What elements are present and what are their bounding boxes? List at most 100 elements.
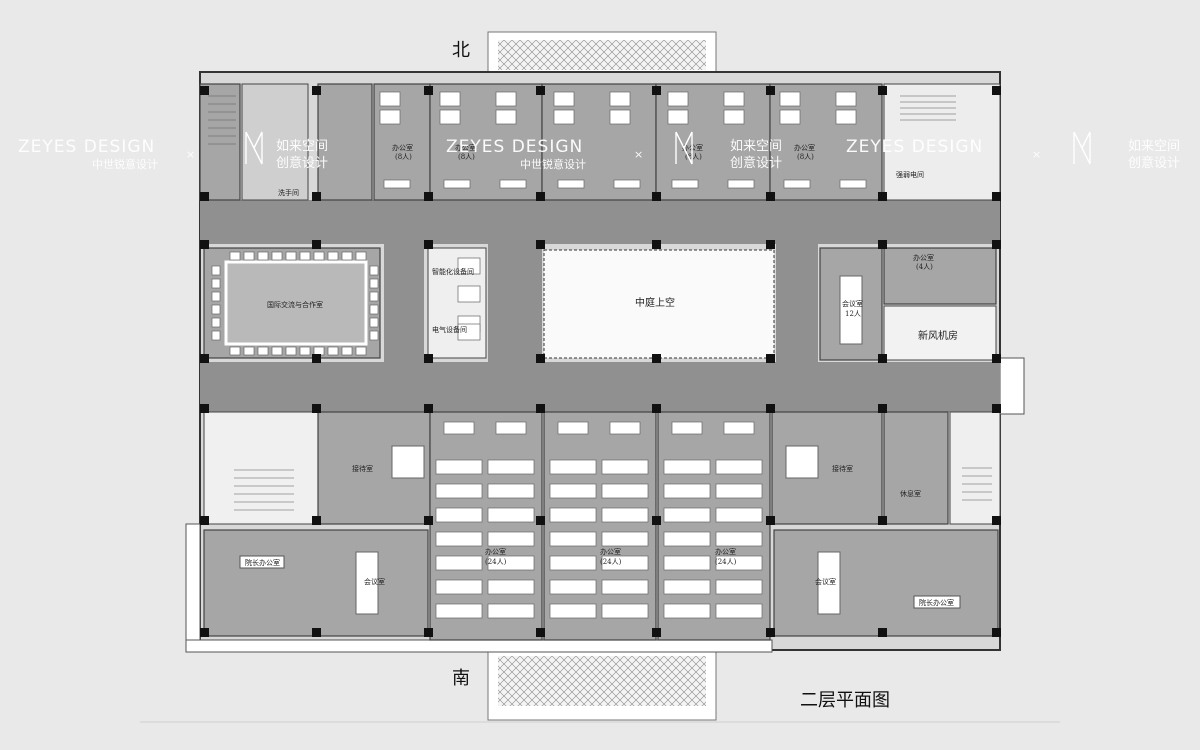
label-atrium: 中庭上空 xyxy=(635,296,675,309)
watermark-brand-1: ZEYES DESIGN xyxy=(18,137,155,157)
chair xyxy=(211,291,221,302)
label-office-north-4: 办公室 xyxy=(794,143,815,152)
workstation xyxy=(487,603,535,619)
south-label: 南 xyxy=(452,668,470,689)
label-office-south-2-cap: (24人) xyxy=(600,558,622,566)
label-intl-exchange: 国际交流与合作室 xyxy=(267,300,323,309)
workstation xyxy=(549,459,597,475)
label-washroom: 洗手间 xyxy=(278,188,299,197)
label-dean-office-east: 院长办公室 xyxy=(919,598,954,607)
desk xyxy=(439,91,461,107)
desk xyxy=(379,91,401,107)
intl-conference-table xyxy=(224,260,368,346)
east-link-corridor xyxy=(776,244,818,362)
workstation xyxy=(435,531,483,547)
desk xyxy=(495,91,517,107)
label-reception-east: 接待室 xyxy=(832,464,853,473)
office-south-3 xyxy=(657,411,771,641)
sofa xyxy=(557,421,589,435)
label-office-north-3-cap: (8人) xyxy=(685,153,702,161)
column xyxy=(652,516,661,525)
label-reception-west: 接待室 xyxy=(352,464,373,473)
column xyxy=(536,192,545,201)
column xyxy=(652,86,661,95)
workstation xyxy=(715,579,763,595)
sofa xyxy=(499,179,527,189)
north-balcony-hatch xyxy=(498,40,706,70)
lounge xyxy=(883,411,949,525)
office-south-1 xyxy=(429,411,543,641)
watermark-right: ZEYES DESIGN × 如来空间 创意设计 xyxy=(846,137,1180,171)
column xyxy=(424,516,433,525)
column xyxy=(200,192,209,201)
desk xyxy=(779,91,801,107)
meeting-east-table xyxy=(817,551,841,615)
watermark-partner1-3: 如来空间 xyxy=(1128,138,1180,154)
chair xyxy=(211,304,221,315)
workstation xyxy=(487,555,535,571)
desk xyxy=(553,109,575,125)
column xyxy=(878,628,887,637)
column xyxy=(766,628,775,637)
column xyxy=(992,404,1001,413)
east-bay xyxy=(999,357,1025,415)
label-lounge: 休息室 xyxy=(900,489,921,498)
west-link-corridor xyxy=(384,244,424,362)
south-ledge xyxy=(185,639,773,653)
chair xyxy=(313,346,325,356)
column xyxy=(200,404,209,413)
desk xyxy=(553,91,575,107)
reception-east-table xyxy=(785,445,819,479)
label-office-north-2: 办公室 xyxy=(455,143,476,152)
column xyxy=(312,516,321,525)
watermark-sep-2: × xyxy=(634,148,643,161)
dean-office-east-plate xyxy=(913,595,961,609)
column xyxy=(878,354,887,363)
column xyxy=(652,404,661,413)
workstation xyxy=(715,459,763,475)
column xyxy=(992,192,1001,201)
sofa xyxy=(495,421,527,435)
dean-suite-west xyxy=(203,529,429,637)
chair xyxy=(355,251,367,261)
chair xyxy=(369,291,379,302)
workstation xyxy=(601,579,649,595)
desk xyxy=(379,109,401,125)
dean-suite-east xyxy=(773,529,999,637)
workstation xyxy=(549,579,597,595)
label-office-north-4-cap: (8人) xyxy=(797,153,814,161)
chair xyxy=(211,265,221,276)
column xyxy=(200,86,209,95)
label-office-ne: 办公室 xyxy=(913,253,934,262)
label-meeting-east: 会议室 xyxy=(815,577,836,586)
column xyxy=(652,192,661,201)
column xyxy=(424,404,433,413)
column xyxy=(424,354,433,363)
watermark-partner1-1: 如来空间 xyxy=(276,138,328,154)
workstation xyxy=(715,507,763,523)
column xyxy=(766,516,775,525)
sofa xyxy=(557,179,585,189)
column xyxy=(424,86,433,95)
workstation xyxy=(663,579,711,595)
desk xyxy=(439,109,461,125)
desk xyxy=(835,91,857,107)
workstation xyxy=(487,459,535,475)
chair xyxy=(327,251,339,261)
workstation xyxy=(435,507,483,523)
stair-ne xyxy=(883,83,1001,201)
workstation xyxy=(487,579,535,595)
workstation xyxy=(487,483,535,499)
desk xyxy=(723,91,745,107)
workstation xyxy=(663,531,711,547)
watermark-brand-cn-2: 中世锐意设计 xyxy=(520,157,586,171)
sofa xyxy=(383,179,411,189)
column xyxy=(536,240,545,249)
workstation xyxy=(435,555,483,571)
workstation xyxy=(549,483,597,499)
watermark-middle: ZEYES DESIGN 中世锐意设计 × 如来空间 创意设计 xyxy=(446,137,782,171)
south-balcony-hatch xyxy=(498,656,706,706)
chair xyxy=(257,251,269,261)
desk xyxy=(667,91,689,107)
